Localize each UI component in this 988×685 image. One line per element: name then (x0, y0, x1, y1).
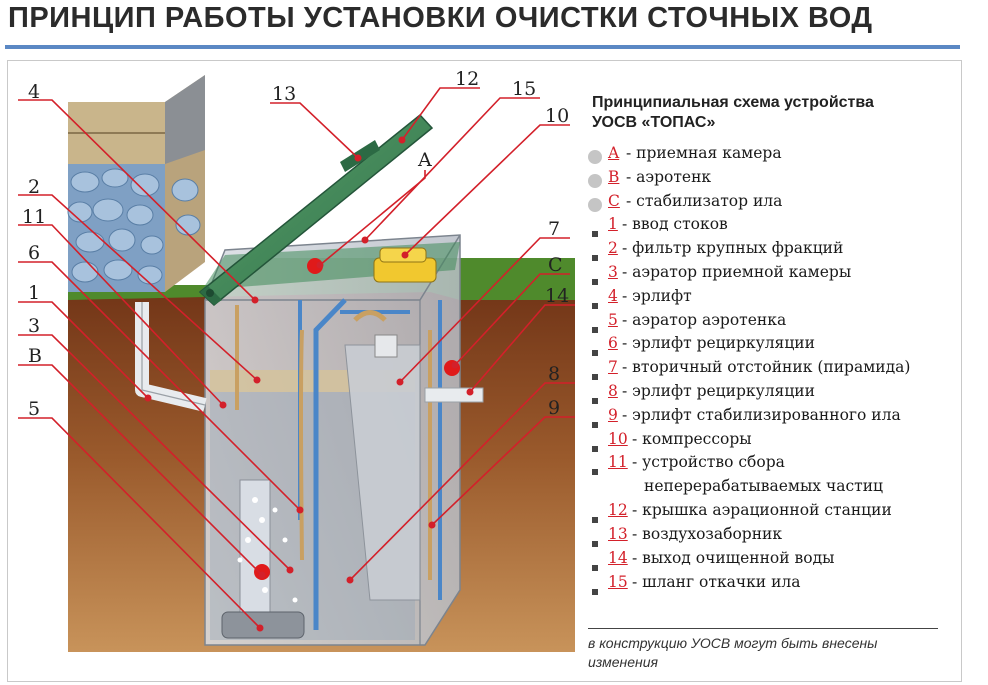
square-bullet-icon (592, 421, 598, 428)
square-bullet-icon (592, 374, 598, 381)
title-underline (5, 45, 960, 49)
page-title: ПРИНЦИП РАБОТЫ УСТАНОВКИ ОЧИСТКИ СТОЧНЫХ… (8, 2, 873, 34)
callout-12: 12 (455, 68, 479, 90)
square-bullet-icon (592, 326, 598, 333)
callout-2: 2 (28, 176, 40, 198)
callout-1: 1 (28, 282, 40, 304)
square-bullet-icon (592, 517, 598, 524)
square-bullet-icon (592, 255, 598, 262)
square-bullet-icon (592, 564, 598, 571)
square-bullet-icon (592, 541, 598, 548)
diagram-frame (7, 60, 962, 682)
inlet-pipe-outline (141, 302, 206, 406)
callout-6: 6 (28, 242, 40, 264)
callout-8: 8 (548, 363, 560, 385)
legend-title: Принципиальная схема устройства УОСВ «ТО… (592, 93, 874, 133)
square-bullet-icon (592, 588, 598, 595)
tank (204, 234, 461, 646)
callout-13: 13 (272, 83, 296, 105)
callout-7: 7 (548, 218, 560, 240)
circle-bullet-icon (588, 150, 602, 164)
callout-11: 11 (22, 206, 46, 228)
callout-14: 14 (545, 285, 569, 307)
square-bullet-icon (592, 469, 598, 476)
callout-A: A (417, 149, 432, 171)
callout-C: C (548, 254, 563, 276)
square-bullet-icon (592, 397, 598, 404)
callout-9: 9 (548, 397, 560, 419)
callout-3: 3 (28, 315, 40, 337)
square-bullet-icon (592, 302, 598, 309)
square-bullet-icon (592, 445, 598, 452)
compressors (373, 247, 437, 283)
legend-title-line2: УОСВ «ТОПАС» (592, 114, 716, 131)
callout-10: 10 (545, 105, 569, 127)
callout-B: B (28, 345, 42, 367)
square-bullet-icon (592, 350, 598, 357)
outlet-pipe (424, 387, 484, 403)
legend-title-line1: Принципиальная схема устройства (592, 94, 874, 111)
circle-bullet-icon (588, 197, 602, 212)
circle-bullet-icon (588, 173, 602, 188)
disclaimer-note: в конструкцию УОСВ могут быть внесены из… (588, 635, 878, 670)
stone-wall (67, 75, 205, 292)
square-bullet-icon (592, 278, 598, 285)
leader-lines (18, 87, 575, 632)
callout-15: 15 (512, 78, 536, 100)
square-bullet-icon (592, 231, 598, 238)
callout-5: 5 (28, 398, 40, 420)
callout-4: 4 (28, 81, 40, 103)
note-divider (588, 628, 938, 629)
